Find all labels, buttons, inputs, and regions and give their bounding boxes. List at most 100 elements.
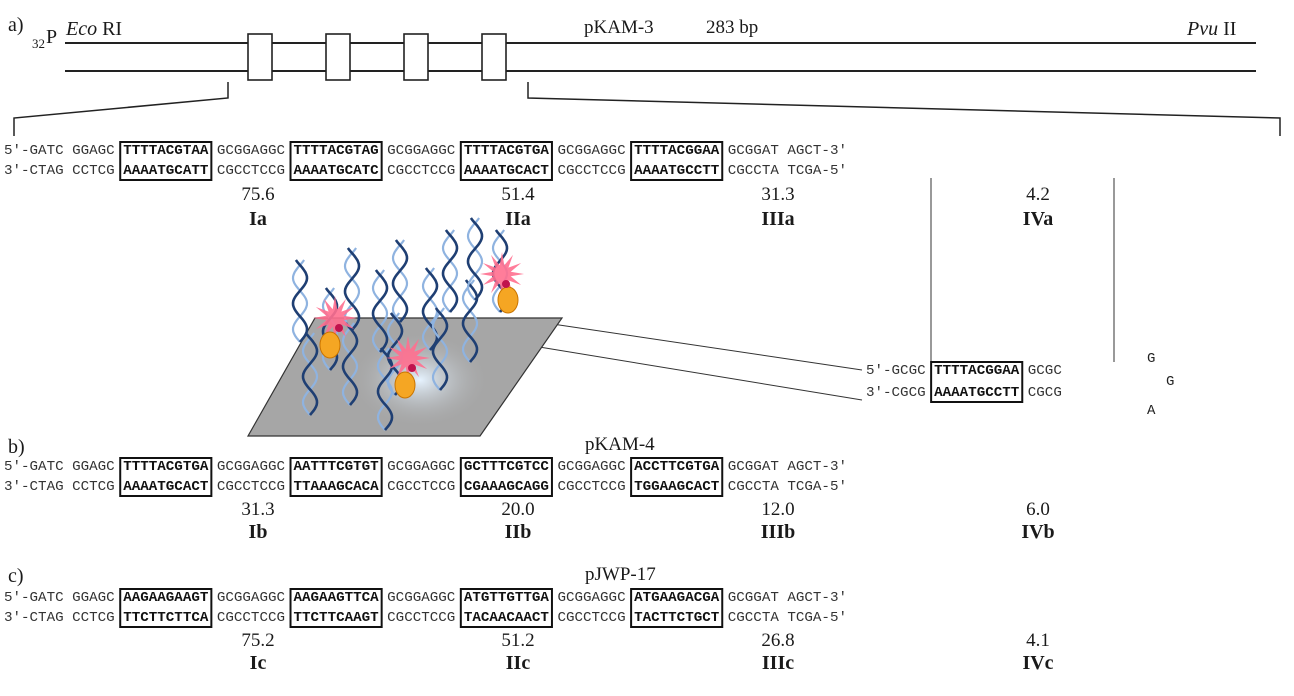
site-box-3 bbox=[403, 33, 429, 81]
hairpin-loop-g1: G bbox=[1147, 351, 1156, 367]
panel-a-label: a) bbox=[8, 14, 24, 36]
sequence-segment: CCTCG bbox=[72, 479, 115, 495]
hairpin-loop-a: A bbox=[1147, 403, 1156, 419]
helix-strand bbox=[461, 279, 479, 363]
dna-helix bbox=[341, 322, 359, 406]
sequence-segment: CGCCTA bbox=[727, 610, 779, 626]
panel-c-top-strand: 5'-GATC GGAGC AAGAAGAAGT GCGGAGGC AAGAAG… bbox=[4, 589, 847, 607]
helix-strand bbox=[376, 347, 394, 431]
helix-strand bbox=[291, 259, 309, 343]
sequence-segment: GCGGAGGC bbox=[387, 590, 456, 606]
surface-connector-top bbox=[511, 317, 863, 371]
dna-helix bbox=[431, 307, 449, 391]
helix-strand bbox=[391, 239, 409, 323]
hairpin-top-strand: 5'-GCGC TTTTACGGAA GCGC bbox=[866, 362, 1062, 380]
site-frame bbox=[289, 588, 383, 628]
hairpin-bottom-box: AAAATGCCTT bbox=[934, 385, 1020, 401]
site-name: Ic bbox=[249, 652, 267, 674]
dna-helix bbox=[371, 269, 389, 353]
sequence-segment: GCGGAGGC bbox=[387, 143, 456, 159]
site-frame bbox=[459, 588, 553, 628]
sequence-segment: GCGGAGGC bbox=[387, 459, 456, 475]
sequence-segment: GCGGAT bbox=[727, 459, 779, 475]
boxed-site-sequence: AAAATGCCTT bbox=[634, 163, 720, 179]
dna-helix bbox=[461, 279, 479, 363]
boxed-site-sequence: AAAATGCACT bbox=[123, 479, 209, 495]
protein-blob bbox=[319, 331, 341, 359]
pkam3-title: pKAM-3 bbox=[584, 17, 654, 38]
hairpin-site-frame bbox=[930, 361, 1024, 403]
helix-strand bbox=[441, 229, 459, 313]
panel-b-bottom-strand: 3'-CTAG CCTCG AAAATGCACT CGCCTCCG TTAAAG… bbox=[4, 478, 847, 496]
boxed-site-sequence: TTTTACGGAA bbox=[634, 143, 720, 159]
site-value: 26.8 bbox=[761, 630, 795, 651]
sequence-segment: GCGGAGGC bbox=[216, 143, 285, 159]
dna-helix bbox=[301, 332, 319, 416]
site-name: IVa bbox=[1022, 208, 1054, 230]
label-32p-p: P bbox=[46, 26, 58, 48]
sequence-segment: CGCCTA bbox=[727, 479, 779, 495]
dna-helix bbox=[466, 217, 484, 301]
boxed-site-sequence: TGGAAGCACT bbox=[634, 479, 720, 495]
helix-strand bbox=[431, 307, 449, 391]
boxed-site-sequence: TTTTACGTAA bbox=[123, 143, 209, 159]
site-value: 51.4 bbox=[501, 184, 535, 205]
helix-strand bbox=[441, 229, 459, 313]
site-value: 20.0 bbox=[501, 499, 535, 520]
site-box-1 bbox=[247, 33, 273, 81]
fluorophore-probe bbox=[480, 252, 524, 314]
helix-strand bbox=[321, 287, 339, 371]
site-name: IIIb bbox=[760, 521, 796, 543]
hairpin-loop-g2: G bbox=[1166, 374, 1175, 390]
hairpin-top-box: TTTTACGGAA bbox=[934, 363, 1020, 379]
sequence-segment: GCGGAGGC bbox=[557, 143, 626, 159]
helix-strand bbox=[391, 239, 409, 323]
sequence-segment: GCGGAT bbox=[727, 143, 779, 159]
dye-dot bbox=[335, 324, 343, 332]
sequence-segment: AGCT-3' bbox=[787, 143, 847, 159]
boxed-site-sequence: AAGAAGAAGT bbox=[123, 590, 209, 606]
zoom-bracket-right bbox=[527, 82, 1281, 136]
sequence-segment: CGCCTCCG bbox=[387, 479, 456, 495]
site-value: 75.6 bbox=[241, 184, 275, 205]
sequence-segment: CGCCTCCG bbox=[557, 163, 626, 179]
label-32p-superscript: 32 bbox=[32, 36, 45, 51]
boxed-site-sequence: TTAAAGCACA bbox=[293, 479, 379, 495]
site-frame bbox=[459, 141, 553, 181]
pvuii-site-label: Pvu II bbox=[1187, 18, 1236, 41]
boxed-site-sequence: AAAATGCATC bbox=[293, 163, 379, 179]
site-name: IIc bbox=[505, 652, 531, 674]
sequence-segment: 5'-GATC bbox=[4, 590, 64, 606]
surface-glow bbox=[350, 332, 490, 428]
boxed-site-sequence: AATTTCGTGT bbox=[293, 459, 379, 475]
panel-a-top-strand: 5'-GATC GGAGC TTTTACGTAA GCGGAGGC TTTTAC… bbox=[4, 142, 847, 160]
sequence-segment: CGCCTCCG bbox=[387, 610, 456, 626]
boxed-site-sequence: TTTTACGTAG bbox=[293, 143, 379, 159]
site-value: 51.2 bbox=[501, 630, 535, 651]
sequence-segment: 3'-CTAG bbox=[4, 163, 64, 179]
helix-strand bbox=[291, 259, 309, 343]
sequence-segment: TCGA-5' bbox=[787, 479, 847, 495]
fluorescence-star bbox=[480, 252, 524, 296]
site-name: IIIc bbox=[761, 652, 795, 674]
sequence-segment: CGCCTCCG bbox=[557, 479, 626, 495]
helix-strand bbox=[431, 307, 449, 391]
helix-strand bbox=[371, 269, 389, 353]
sequence-segment: 5'-GATC bbox=[4, 143, 64, 159]
pvuii-italic: Pvu bbox=[1187, 18, 1219, 40]
hairpin-top-prefix: 5'-GCGC bbox=[866, 363, 926, 379]
dna-helix bbox=[391, 239, 409, 323]
sequence-segment: GCGGAGGC bbox=[557, 590, 626, 606]
site-value: 4.2 bbox=[1026, 184, 1050, 205]
sequence-segment: 3'-CTAG bbox=[4, 610, 64, 626]
sequence-segment: CCTCG bbox=[72, 610, 115, 626]
site-frame bbox=[119, 588, 213, 628]
helix-strand bbox=[466, 217, 484, 301]
hairpin-top-suffix: GCGC bbox=[1027, 363, 1062, 379]
site-value: 4.1 bbox=[1026, 630, 1050, 651]
boxed-site-sequence: TACTTCTGCT bbox=[634, 610, 720, 626]
hairpin-bottom-suffix: CGCG bbox=[1027, 385, 1062, 401]
boxed-site-sequence: TTTTACGTGA bbox=[463, 143, 549, 159]
site-frame bbox=[459, 457, 553, 497]
